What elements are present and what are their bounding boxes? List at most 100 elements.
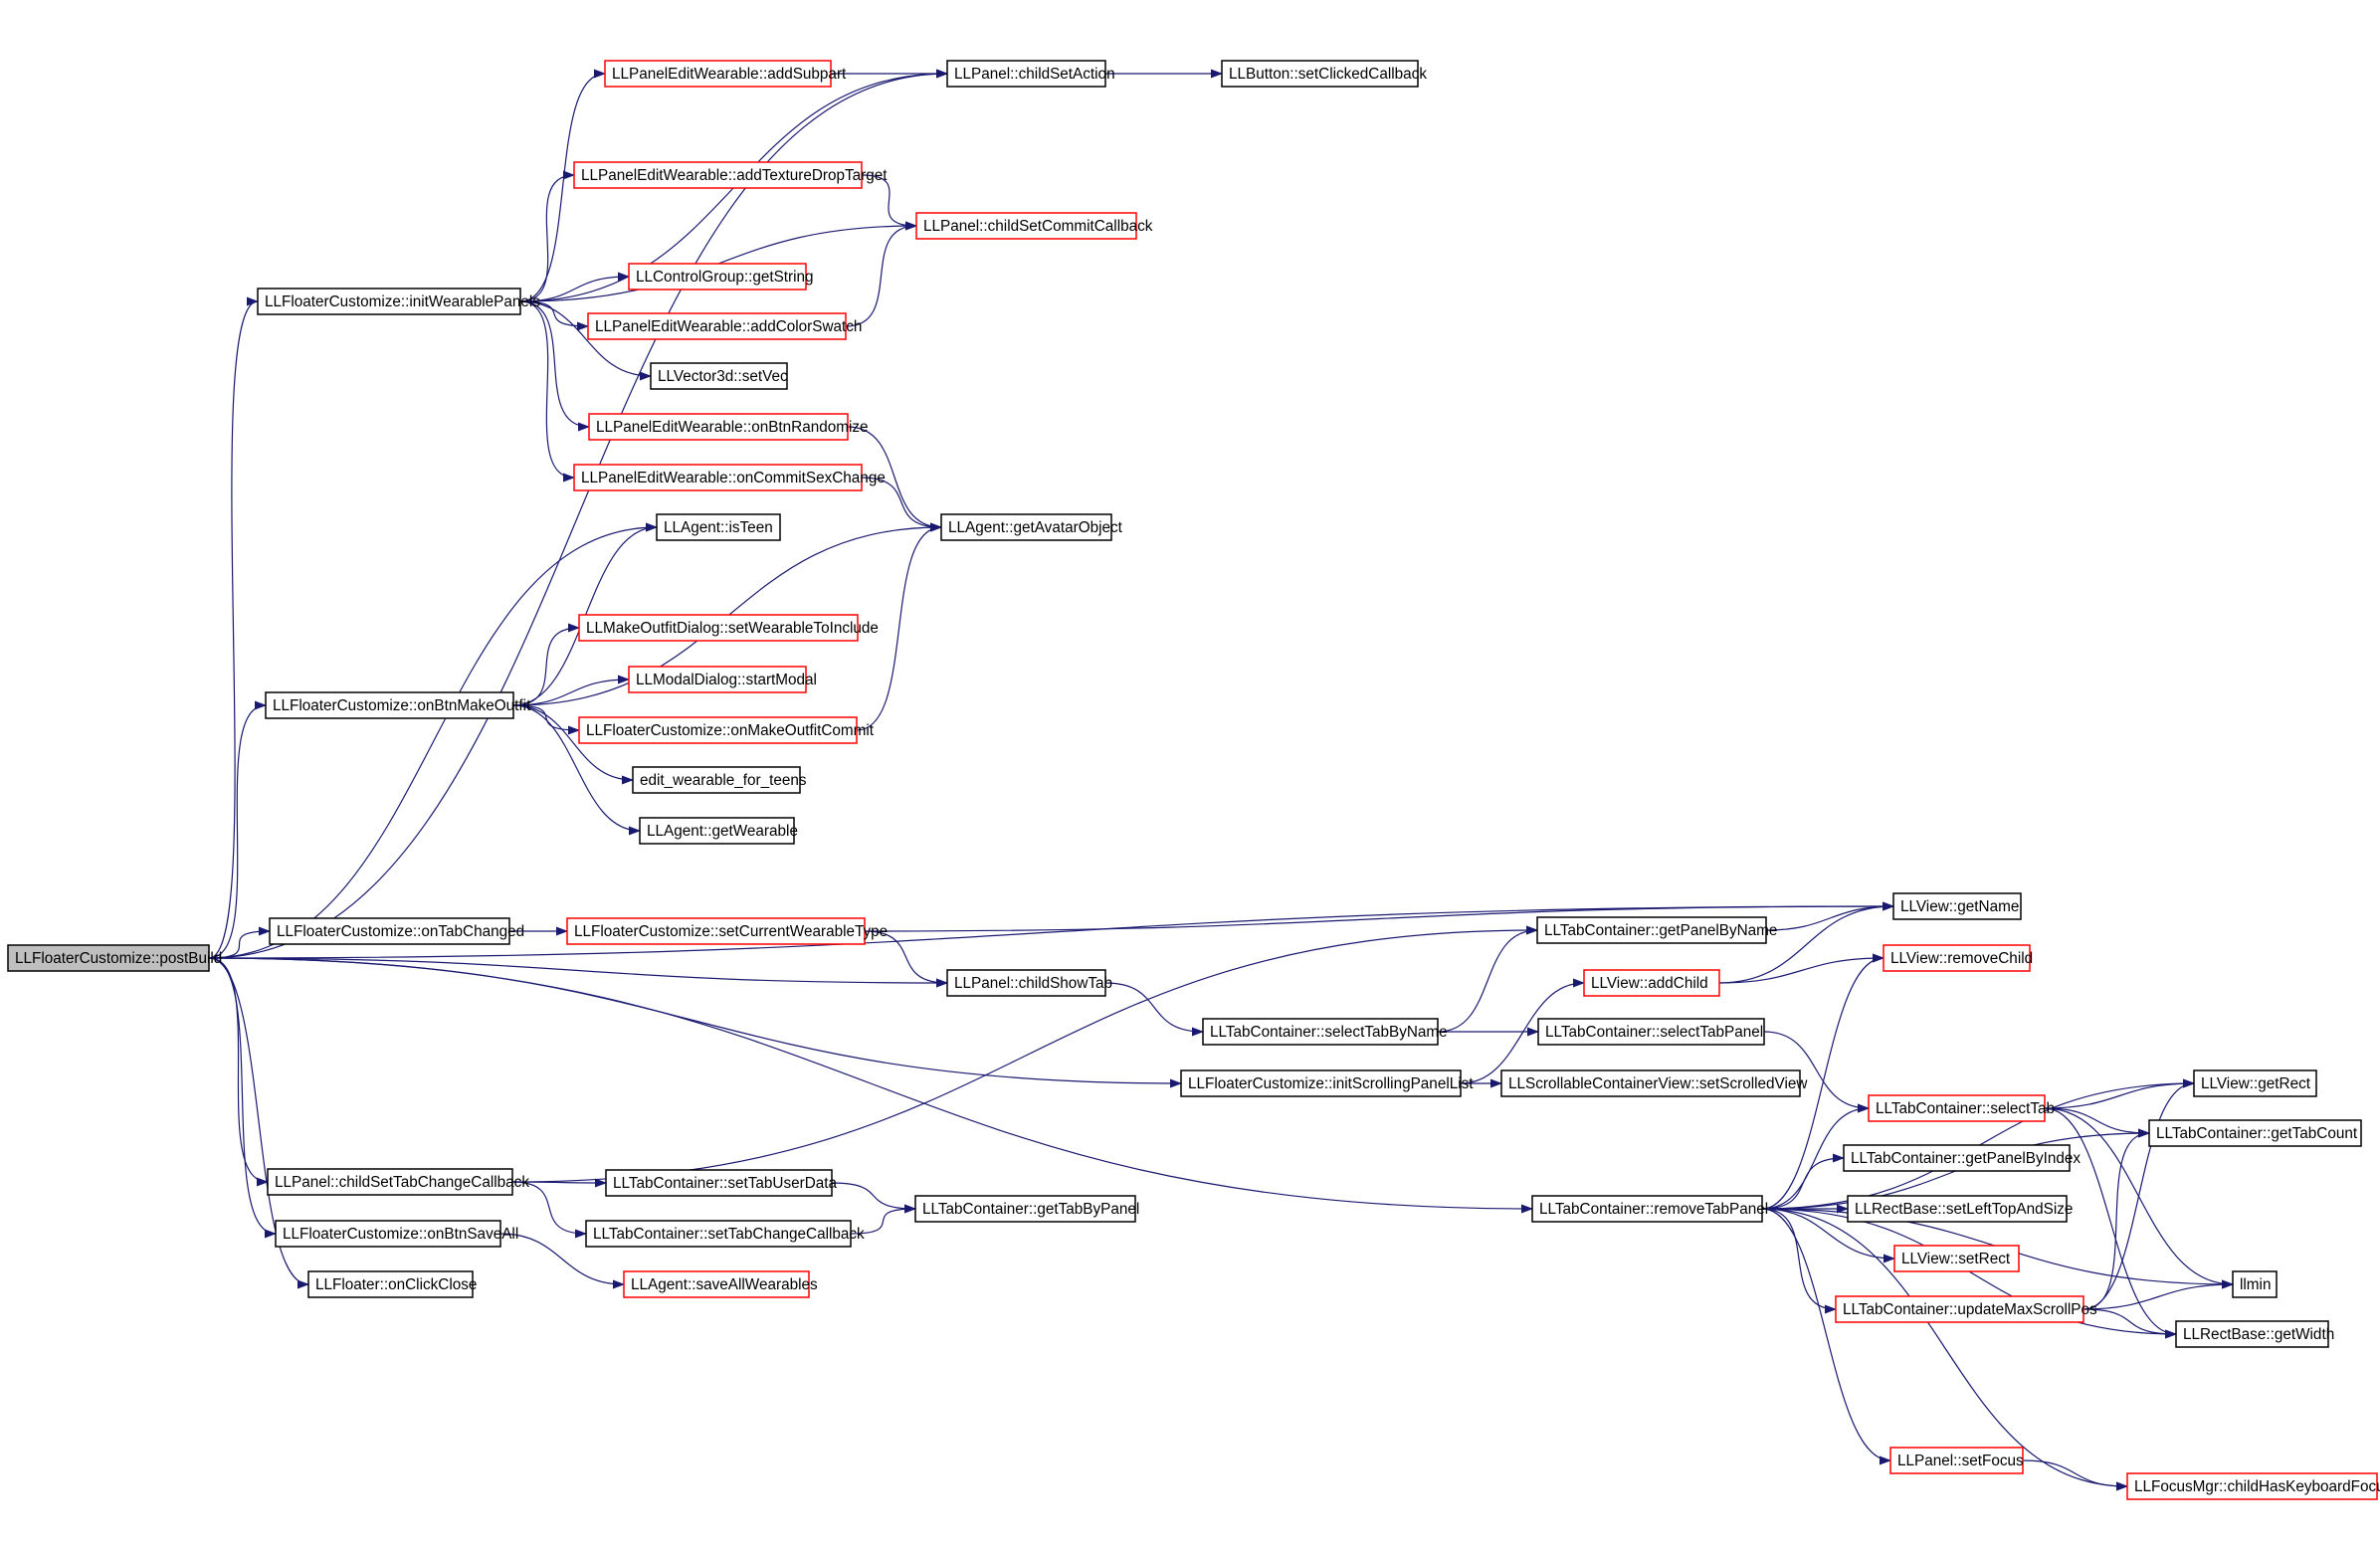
edge-initWearablePanels-to-getString bbox=[519, 272, 630, 302]
node-label: LLAgent::getWearable bbox=[647, 823, 798, 840]
node-label: LLPanel::setFocus bbox=[1897, 1453, 2024, 1469]
node-setCurrentWearableType[interactable]: LLFloaterCustomize::setCurrentWearableTy… bbox=[566, 917, 888, 945]
node-box bbox=[573, 464, 863, 491]
node-setLeftTopAndSize[interactable]: LLRectBase::setLeftTopAndSize bbox=[1847, 1195, 2073, 1223]
node-setScrolledView[interactable]: LLScrollableContainerView::setScrolledVi… bbox=[1500, 1069, 1808, 1097]
node-getWidth[interactable]: LLRectBase::getWidth bbox=[2175, 1320, 2334, 1348]
node-onBtnMakeOutfit[interactable]: LLFloaterCustomize::onBtnMakeOutfit bbox=[265, 691, 531, 719]
node-getRect[interactable]: LLView::getRect bbox=[2193, 1069, 2317, 1097]
edge-updateMaxScrollPos-to-getRect bbox=[2082, 1078, 2195, 1310]
node-setVec[interactable]: LLVector3d::setVec bbox=[650, 362, 788, 390]
node-label: LLScrollableContainerView::setScrolledVi… bbox=[1508, 1075, 1808, 1092]
node-box bbox=[2193, 1069, 2317, 1097]
node-getName[interactable]: LLView::getName bbox=[1892, 892, 2022, 920]
node-label: LLView::setRect bbox=[1901, 1251, 2011, 1267]
node-setRect[interactable]: LLView::setRect bbox=[1893, 1245, 2020, 1272]
node-removeTabPanel[interactable]: LLTabContainer::removeTabPanel bbox=[1531, 1195, 1768, 1223]
node-addColorSwatch[interactable]: LLPanelEditWearable::addColorSwatch bbox=[587, 312, 862, 340]
edge-initWearablePanels-to-onCommitSexChange bbox=[519, 300, 575, 483]
node-getWearable[interactable]: LLAgent::getWearable bbox=[639, 817, 798, 845]
edge-postBuild-to-childShowTab bbox=[208, 957, 948, 988]
node-childShowTab[interactable]: LLPanel::childShowTab bbox=[946, 969, 1112, 997]
node-addChild[interactable]: LLView::addChild bbox=[1583, 969, 1720, 997]
node-selectTab[interactable]: LLTabContainer::selectTab bbox=[1868, 1094, 2055, 1122]
node-getTabCount[interactable]: LLTabContainer::getTabCount bbox=[2148, 1119, 2362, 1147]
node-startModal[interactable]: LLModalDialog::startModal bbox=[628, 666, 817, 693]
node-onTabChanged[interactable]: LLFloaterCustomize::onTabChanged bbox=[269, 917, 524, 945]
node-getPanelByName[interactable]: LLTabContainer::getPanelByName bbox=[1536, 916, 1777, 944]
node-isTeen[interactable]: LLAgent::isTeen bbox=[656, 513, 781, 541]
node-label: LLPanel::childSetTabChangeCallback bbox=[275, 1174, 529, 1191]
node-getString[interactable]: LLControlGroup::getString bbox=[628, 263, 814, 291]
node-addSubpart[interactable]: LLPanelEditWearable::addSubpart bbox=[604, 60, 847, 88]
node-setFocus[interactable]: LLPanel::setFocus bbox=[1889, 1447, 2024, 1474]
node-removeChild[interactable]: LLView::removeChild bbox=[1883, 944, 2033, 972]
edge-path bbox=[208, 296, 259, 959]
edge-path bbox=[519, 300, 652, 381]
node-label: LLFloaterCustomize::initWearablePanels bbox=[265, 293, 540, 310]
node-initScrollingPanelList[interactable]: LLFloaterCustomize::initScrollingPanelLi… bbox=[1180, 1069, 1474, 1097]
edge-onBtnMakeOutfit-to-startModal bbox=[512, 675, 630, 706]
edge-onBtnMakeOutfit-to-onMakeOutfitCommit bbox=[512, 704, 580, 735]
node-selectTabPanel[interactable]: LLTabContainer::selectTabPanel bbox=[1537, 1018, 1765, 1046]
node-childSetAction[interactable]: LLPanel::childSetAction bbox=[946, 60, 1115, 88]
node-postBuild[interactable]: LLFloaterCustomize::postBuild bbox=[7, 944, 222, 972]
node-addTextureDropTarget[interactable]: LLPanelEditWearable::addTextureDropTarge… bbox=[573, 161, 888, 189]
node-label: LLModalDialog::startModal bbox=[636, 672, 817, 688]
node-setWearableToInclude[interactable]: LLMakeOutfitDialog::setWearableToInclude bbox=[578, 614, 879, 642]
node-box bbox=[1202, 1018, 1439, 1046]
node-updateMaxScrollPos[interactable]: LLTabContainer::updateMaxScrollPos bbox=[1835, 1295, 2097, 1323]
node-getAvatarObject[interactable]: LLAgent::getAvatarObject bbox=[940, 513, 1123, 541]
node-getPanelByIndex[interactable]: LLTabContainer::getPanelByIndex bbox=[1843, 1144, 2081, 1172]
edge-path bbox=[1437, 925, 1538, 1033]
node-setClickedCallback[interactable]: LLButton::setClickedCallback bbox=[1221, 60, 1427, 88]
edge-removeTabPanel-to-updateMaxScrollPos bbox=[1761, 1208, 1837, 1314]
node-label: LLPanelEditWearable::onCommitSexChange bbox=[581, 470, 886, 486]
node-box bbox=[588, 413, 849, 441]
node-saveAllWearables[interactable]: LLAgent::saveAllWearables bbox=[623, 1270, 818, 1298]
edge-path bbox=[1761, 1153, 1845, 1210]
edge-path bbox=[511, 925, 1538, 1183]
edge-postBuild-to-childSetAction bbox=[208, 69, 948, 959]
node-box bbox=[2126, 1472, 2378, 1500]
edge-removeTabPanel-to-childHasKeyboardFocus bbox=[1761, 1208, 2128, 1491]
node-edit_wearable_for_teens[interactable]: edit_wearable_for_teens bbox=[632, 766, 807, 794]
edge-path bbox=[1718, 953, 1884, 984]
node-onMakeOutfitCommit[interactable]: LLFloaterCustomize::onMakeOutfitCommit bbox=[578, 716, 875, 744]
edge-path bbox=[1761, 1103, 1870, 1210]
edge-path bbox=[831, 1182, 916, 1214]
node-setTabChangeCallback[interactable]: LLTabContainer::setTabChangeCallback bbox=[585, 1220, 865, 1248]
edge-postBuild-to-childSetTabChangeCallback bbox=[208, 957, 269, 1187]
edge-selectTab-to-getWidth bbox=[2044, 1107, 2177, 1339]
node-label: LLTabContainer::getPanelByName bbox=[1544, 922, 1777, 939]
edge-addChild-to-removeChild bbox=[1718, 953, 1884, 984]
node-initWearablePanels[interactable]: LLFloaterCustomize::initWearablePanels bbox=[257, 288, 540, 315]
node-onBtnSaveAll[interactable]: LLFloaterCustomize::onBtnSaveAll bbox=[275, 1220, 518, 1248]
node-label: LLFloaterCustomize::onMakeOutfitCommit bbox=[586, 722, 875, 739]
node-onBtnRandomize[interactable]: LLPanelEditWearable::onBtnRandomize bbox=[588, 413, 869, 441]
node-label: LLControlGroup::getString bbox=[636, 269, 814, 286]
node-box bbox=[632, 766, 801, 794]
node-box bbox=[1868, 1094, 2046, 1122]
node-childHasKeyboardFocus[interactable]: LLFocusMgr::childHasKeyboardFocus bbox=[2126, 1472, 2380, 1500]
node-onCommitSexChange[interactable]: LLPanelEditWearable::onCommitSexChange bbox=[573, 464, 886, 491]
node-childSetCommitCallback[interactable]: LLPanel::childSetCommitCallback bbox=[915, 212, 1153, 240]
node-label: LLPanelEditWearable::addTextureDropTarge… bbox=[581, 167, 888, 184]
node-llmin[interactable]: llmin bbox=[2232, 1270, 2278, 1298]
node-childSetTabChangeCallback[interactable]: LLPanel::childSetTabChangeCallback bbox=[267, 1168, 529, 1196]
node-box bbox=[265, 691, 514, 719]
node-onClickClose[interactable]: LLFloater::onClickClose bbox=[307, 1270, 477, 1298]
edge-postBuild-to-onBtnMakeOutfit bbox=[208, 700, 267, 959]
node-setTabUserData[interactable]: LLTabContainer::setTabUserData bbox=[605, 1169, 838, 1197]
node-getTabByPanel[interactable]: LLTabContainer::getTabByPanel bbox=[914, 1195, 1139, 1223]
node-box bbox=[573, 161, 863, 189]
edge-addColorSwatch-to-childSetCommitCallback bbox=[845, 221, 917, 327]
edge-childSetTabChangeCallback-to-setTabChangeCallback bbox=[511, 1181, 587, 1239]
edge-path bbox=[511, 1181, 587, 1239]
edge-addTextureDropTarget-to-childSetCommitCallback bbox=[861, 174, 917, 231]
node-label: LLTabContainer::setTabChangeCallback bbox=[593, 1226, 865, 1243]
node-selectTabByName[interactable]: LLTabContainer::selectTabByName bbox=[1202, 1018, 1448, 1046]
edge-path bbox=[208, 957, 277, 1239]
node-label: LLTabContainer::selectTabByName bbox=[1210, 1024, 1448, 1041]
